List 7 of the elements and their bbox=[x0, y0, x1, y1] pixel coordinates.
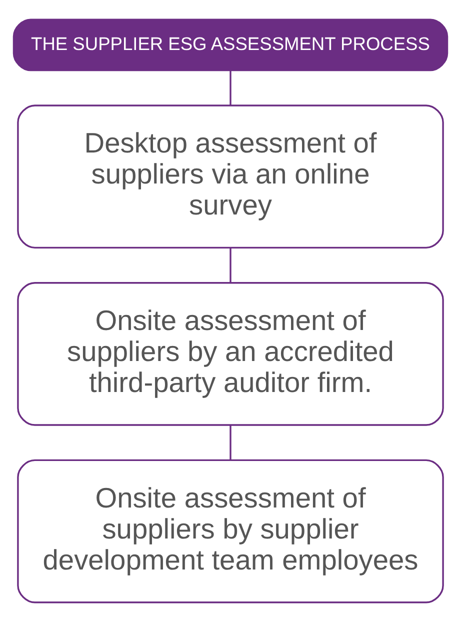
connector bbox=[230, 70, 232, 105]
node-box: Desktop assessment of suppliers via an online survey bbox=[17, 104, 444, 248]
node-box: THE SUPPLIER ESG ASSESSMENT PROCESS bbox=[12, 18, 448, 71]
connector bbox=[230, 424, 232, 460]
connector bbox=[230, 247, 232, 282]
node-box: Onsite assessment of suppliers by an accredited third-party auditor firm. bbox=[17, 282, 444, 426]
node-box: Onsite assessment of suppliers by supplier development team employees bbox=[17, 458, 444, 603]
